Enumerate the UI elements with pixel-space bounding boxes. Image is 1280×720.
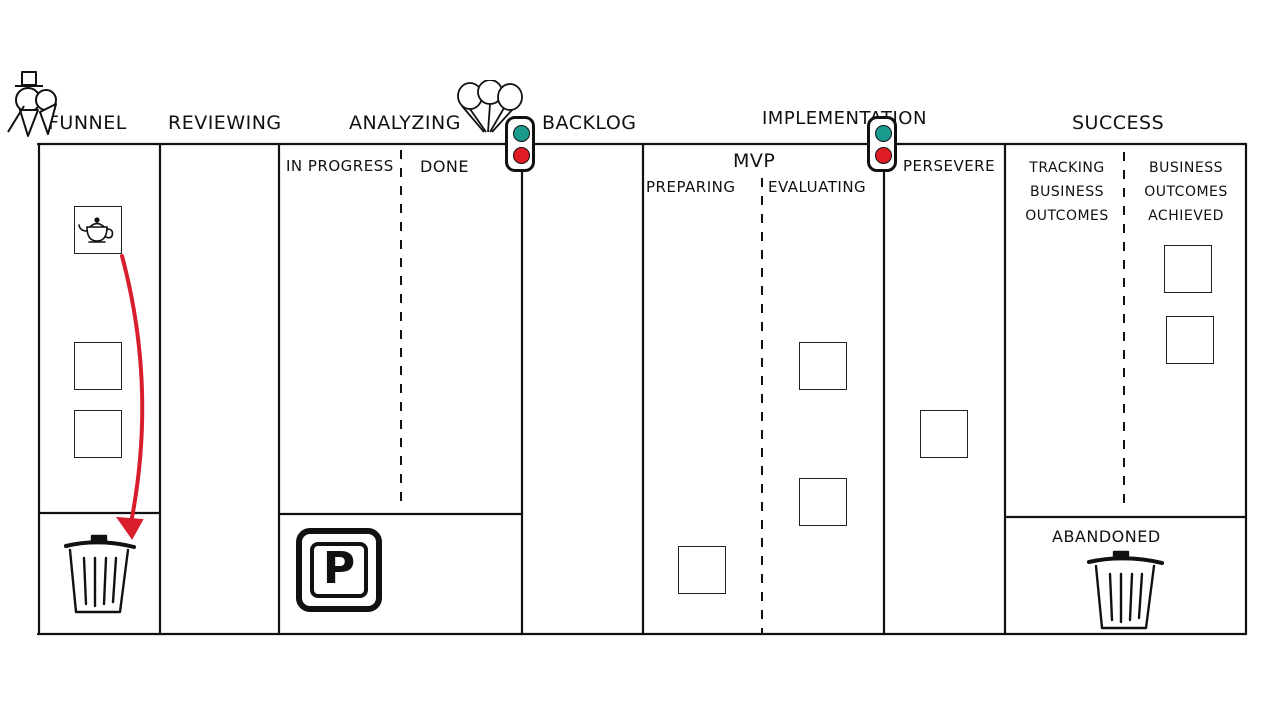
- subcolumn-persevere: Persevere: [903, 157, 996, 175]
- column-implementation: Implementation: [762, 108, 927, 129]
- subcolumn-preparing: Preparing: [646, 178, 736, 196]
- subcolumn-tracking-business-outcomes: Tracking Business Outcomes: [1025, 160, 1109, 224]
- balloons-icon: [457, 80, 523, 133]
- work-card[interactable]: [678, 546, 726, 594]
- work-card[interactable]: [799, 478, 847, 526]
- column-backlog: Backlog: [542, 112, 637, 134]
- idea-card[interactable]: [74, 206, 122, 254]
- trash-can-icon: [64, 534, 136, 614]
- work-card[interactable]: [74, 410, 122, 458]
- column-success: Success: [1072, 112, 1165, 134]
- work-card[interactable]: [74, 342, 122, 390]
- lane-abandoned: Abandoned: [1052, 527, 1161, 546]
- work-card[interactable]: [1164, 245, 1212, 293]
- top-hat-flag-icon: [7, 71, 57, 137]
- subcolumn-in-progress: In Progress: [286, 157, 394, 175]
- column-reviewing: Reviewing: [168, 112, 282, 134]
- column-funnel: Funnel: [48, 112, 127, 134]
- work-card[interactable]: [920, 410, 968, 458]
- work-card[interactable]: [1166, 316, 1214, 364]
- subcolumn-done: Done: [420, 157, 469, 176]
- parking-sign-letter: P: [322, 543, 356, 594]
- traffic-light-icon: [505, 116, 535, 172]
- subcolumn-business-outcomes-achieved: Business Outcomes Achieved: [1144, 160, 1228, 224]
- subcolumn-mvp: MVP: [733, 150, 776, 172]
- teapot-icon: [78, 217, 114, 243]
- traffic-light-icon: [867, 116, 897, 172]
- column-analyzing: Analyzing: [349, 112, 461, 134]
- work-card[interactable]: [799, 342, 847, 390]
- trash-can-icon: [1087, 550, 1164, 630]
- parking-sign-icon: P: [296, 528, 382, 612]
- red-arrow-icon: [115, 254, 145, 540]
- subcolumn-evaluating: Evaluating: [768, 178, 867, 196]
